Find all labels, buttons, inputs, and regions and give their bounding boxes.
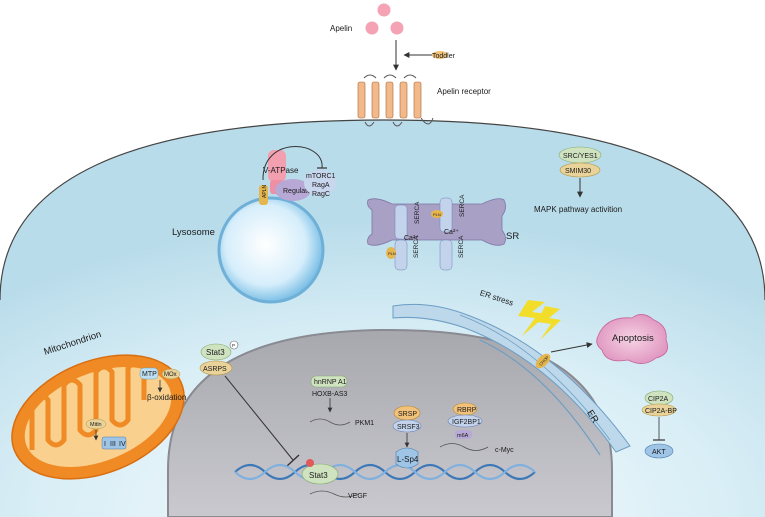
serca-label: SERCA xyxy=(458,235,465,258)
apln-tag xyxy=(259,185,268,205)
stat3-label: Stat3 xyxy=(206,348,225,357)
hnrnp-label: hnRNP A1 xyxy=(314,379,347,386)
apoptosis-arrow xyxy=(550,342,593,353)
phospho-label: P xyxy=(232,343,235,348)
srsf3-node xyxy=(392,419,422,433)
calcium-label: Ca²⁺ xyxy=(444,229,459,236)
serca-label: SERCA xyxy=(459,194,466,217)
akt-label: AKT xyxy=(652,449,666,456)
igf2bp1-label: IGF2BP1 xyxy=(452,419,481,426)
endoplasmic-reticulum: ER ER stress CHOP Apoptosis xyxy=(392,288,669,456)
lightning-icon xyxy=(537,306,561,340)
v-atpase-label: V-ATPase xyxy=(263,166,299,175)
ragc-label: RagC xyxy=(312,191,330,198)
stat3-dna-label: Stat3 xyxy=(309,471,328,480)
smim30-node xyxy=(559,162,601,178)
lysosome: Lysosome V-ATPase Regulator mTORC1 RagA … xyxy=(172,146,336,304)
serca-label: SERCA xyxy=(413,235,420,258)
mapk-activation-label: MAPK pathway activition xyxy=(534,205,622,214)
receptor-label: Apelin receptor xyxy=(437,87,491,96)
rbrp-label: RBRP xyxy=(457,407,477,414)
cip2a-bp-node xyxy=(641,403,677,417)
asrps-label: ASRPS xyxy=(203,366,227,373)
apelin-molecule xyxy=(390,21,404,35)
akt-node xyxy=(644,443,674,459)
srsp-label: SRSP xyxy=(398,411,417,418)
mox-label: MOx xyxy=(164,372,177,378)
beta-oxidation-label: β-oxidation xyxy=(147,393,186,402)
mitochondrion: Mitochondrion MTP MOx β-oxidation Mitln … xyxy=(11,329,186,480)
sr-label: SR xyxy=(506,231,519,242)
mtp-node xyxy=(139,367,159,380)
hoxb-label: HOXB-AS3 xyxy=(312,391,348,398)
lightning-icon xyxy=(518,300,548,336)
raga-label: RagA xyxy=(312,182,330,189)
src-yes1-label: SRC/YES1 xyxy=(563,153,598,160)
m6a-label: m6A xyxy=(457,433,469,439)
lysosome-label: Lysosome xyxy=(172,227,215,238)
sarcoplasmic-reticulum: SR SERCA SERCA SERCA SERCA Ca²⁺ Ca²⁺ PLN… xyxy=(367,194,519,271)
chop-tag-label: CHOP xyxy=(538,355,550,367)
hnrnp-node xyxy=(310,375,348,388)
mtorc1-rag-complex xyxy=(304,170,336,196)
apelin-molecule xyxy=(365,21,379,35)
vegf-label: VEGF xyxy=(348,493,367,500)
rbrp-pathway: RBRP IGF2BP1 m6A c-Myc xyxy=(439,402,514,454)
stat3-dna-node xyxy=(301,463,339,485)
v-atpase-complex xyxy=(268,150,286,182)
srsf3-label: SRSF3 xyxy=(397,424,420,431)
asrps-node xyxy=(199,360,233,376)
lsp4-node xyxy=(395,447,419,469)
toddler-label: Toddler xyxy=(432,53,456,60)
etc-complexes xyxy=(101,436,127,450)
toddler-marker xyxy=(432,51,448,59)
pln-tag xyxy=(386,247,396,259)
hnrnp-pathway: hnRNP A1 HOXB-AS3 PKM1 xyxy=(309,375,374,427)
regulator-label: Regulator xyxy=(283,188,314,195)
chop-tag xyxy=(535,353,551,369)
mtp-label: MTP xyxy=(142,371,157,378)
pln-tag-label: PLN xyxy=(433,212,441,217)
phospho-dot xyxy=(306,459,314,467)
phospho-badge xyxy=(229,340,239,350)
apelin-molecule xyxy=(377,3,391,17)
apoptosis-label: Apoptosis xyxy=(612,333,654,344)
stat3-asrps-complex: Stat3 P ASRPS xyxy=(199,340,300,467)
complex-label: III xyxy=(110,441,116,448)
apoptosis-cloud xyxy=(596,314,669,364)
apelin-label: Apelin xyxy=(330,24,352,33)
mtorc1-label: mTORC1 xyxy=(306,173,336,180)
cip2a-label: CIP2A xyxy=(648,396,669,403)
complex-label: IV xyxy=(119,441,126,448)
smim30-label: SMIM30 xyxy=(565,168,591,175)
stat3-node xyxy=(200,343,232,361)
apelin-ligands: Apelin xyxy=(330,3,404,35)
apelin-receptor: Apelin receptor xyxy=(357,74,491,127)
mapk-pathway: SRC/YES1 SMIM30 MAPK pathway activition xyxy=(534,146,622,214)
calcium-label: Ca²⁺ xyxy=(404,235,419,242)
lsp4-label: L-Sp4 xyxy=(397,455,419,464)
mitln-node xyxy=(85,418,107,430)
srsp-pathway: SRSP SRSF3 L-Sp4 xyxy=(392,405,422,469)
mox-node xyxy=(161,368,181,380)
complex-label: I xyxy=(104,441,106,448)
pln-tag-label: PLN xyxy=(388,251,396,256)
dna-helix: Stat3 VEGF xyxy=(234,459,536,500)
regulator-complex xyxy=(275,179,311,201)
apln-tag-label: APLN xyxy=(262,185,268,198)
inhibition-line xyxy=(224,375,294,461)
cip2a-bp-label: CIP2A-BP xyxy=(645,408,677,415)
cip2a-akt-pathway: CIP2A CIP2A-BP AKT xyxy=(641,390,677,459)
pln-tag xyxy=(431,210,443,218)
m6a-node xyxy=(455,430,472,439)
serca-label: SERCA xyxy=(414,201,421,224)
cmyc-label: c-Myc xyxy=(495,447,514,454)
mitln-label: Mitln xyxy=(90,422,102,428)
igf2bp1-node xyxy=(447,414,483,428)
pkm1-label: PKM1 xyxy=(355,420,374,427)
